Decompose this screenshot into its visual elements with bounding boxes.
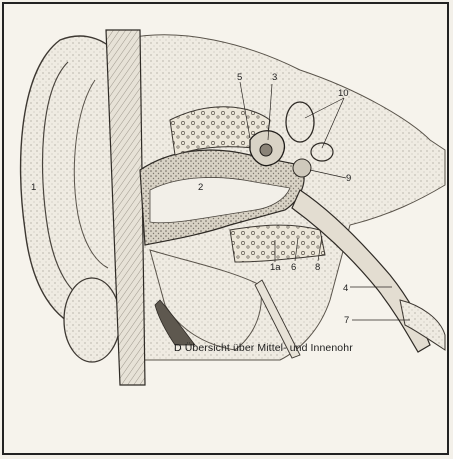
label-2: 2 bbox=[198, 182, 203, 193]
lower-bony-region bbox=[230, 225, 325, 262]
earlobe bbox=[64, 278, 120, 362]
label-8: 8 bbox=[315, 262, 320, 273]
label-3: 3 bbox=[272, 72, 277, 83]
cochlea bbox=[293, 159, 311, 177]
ossicle-detail bbox=[260, 144, 272, 156]
label-4: 4 bbox=[343, 283, 348, 294]
label-7: 7 bbox=[344, 315, 349, 326]
label-5: 5 bbox=[237, 72, 242, 83]
label-1a: 1a bbox=[270, 262, 281, 273]
figure-caption: D Übersicht über Mittel- und Innenohr bbox=[174, 342, 353, 354]
label-1: 1 bbox=[31, 182, 36, 193]
label-10: 10 bbox=[338, 88, 349, 99]
label-9: 9 bbox=[346, 173, 351, 184]
label-6: 6 bbox=[291, 262, 296, 273]
